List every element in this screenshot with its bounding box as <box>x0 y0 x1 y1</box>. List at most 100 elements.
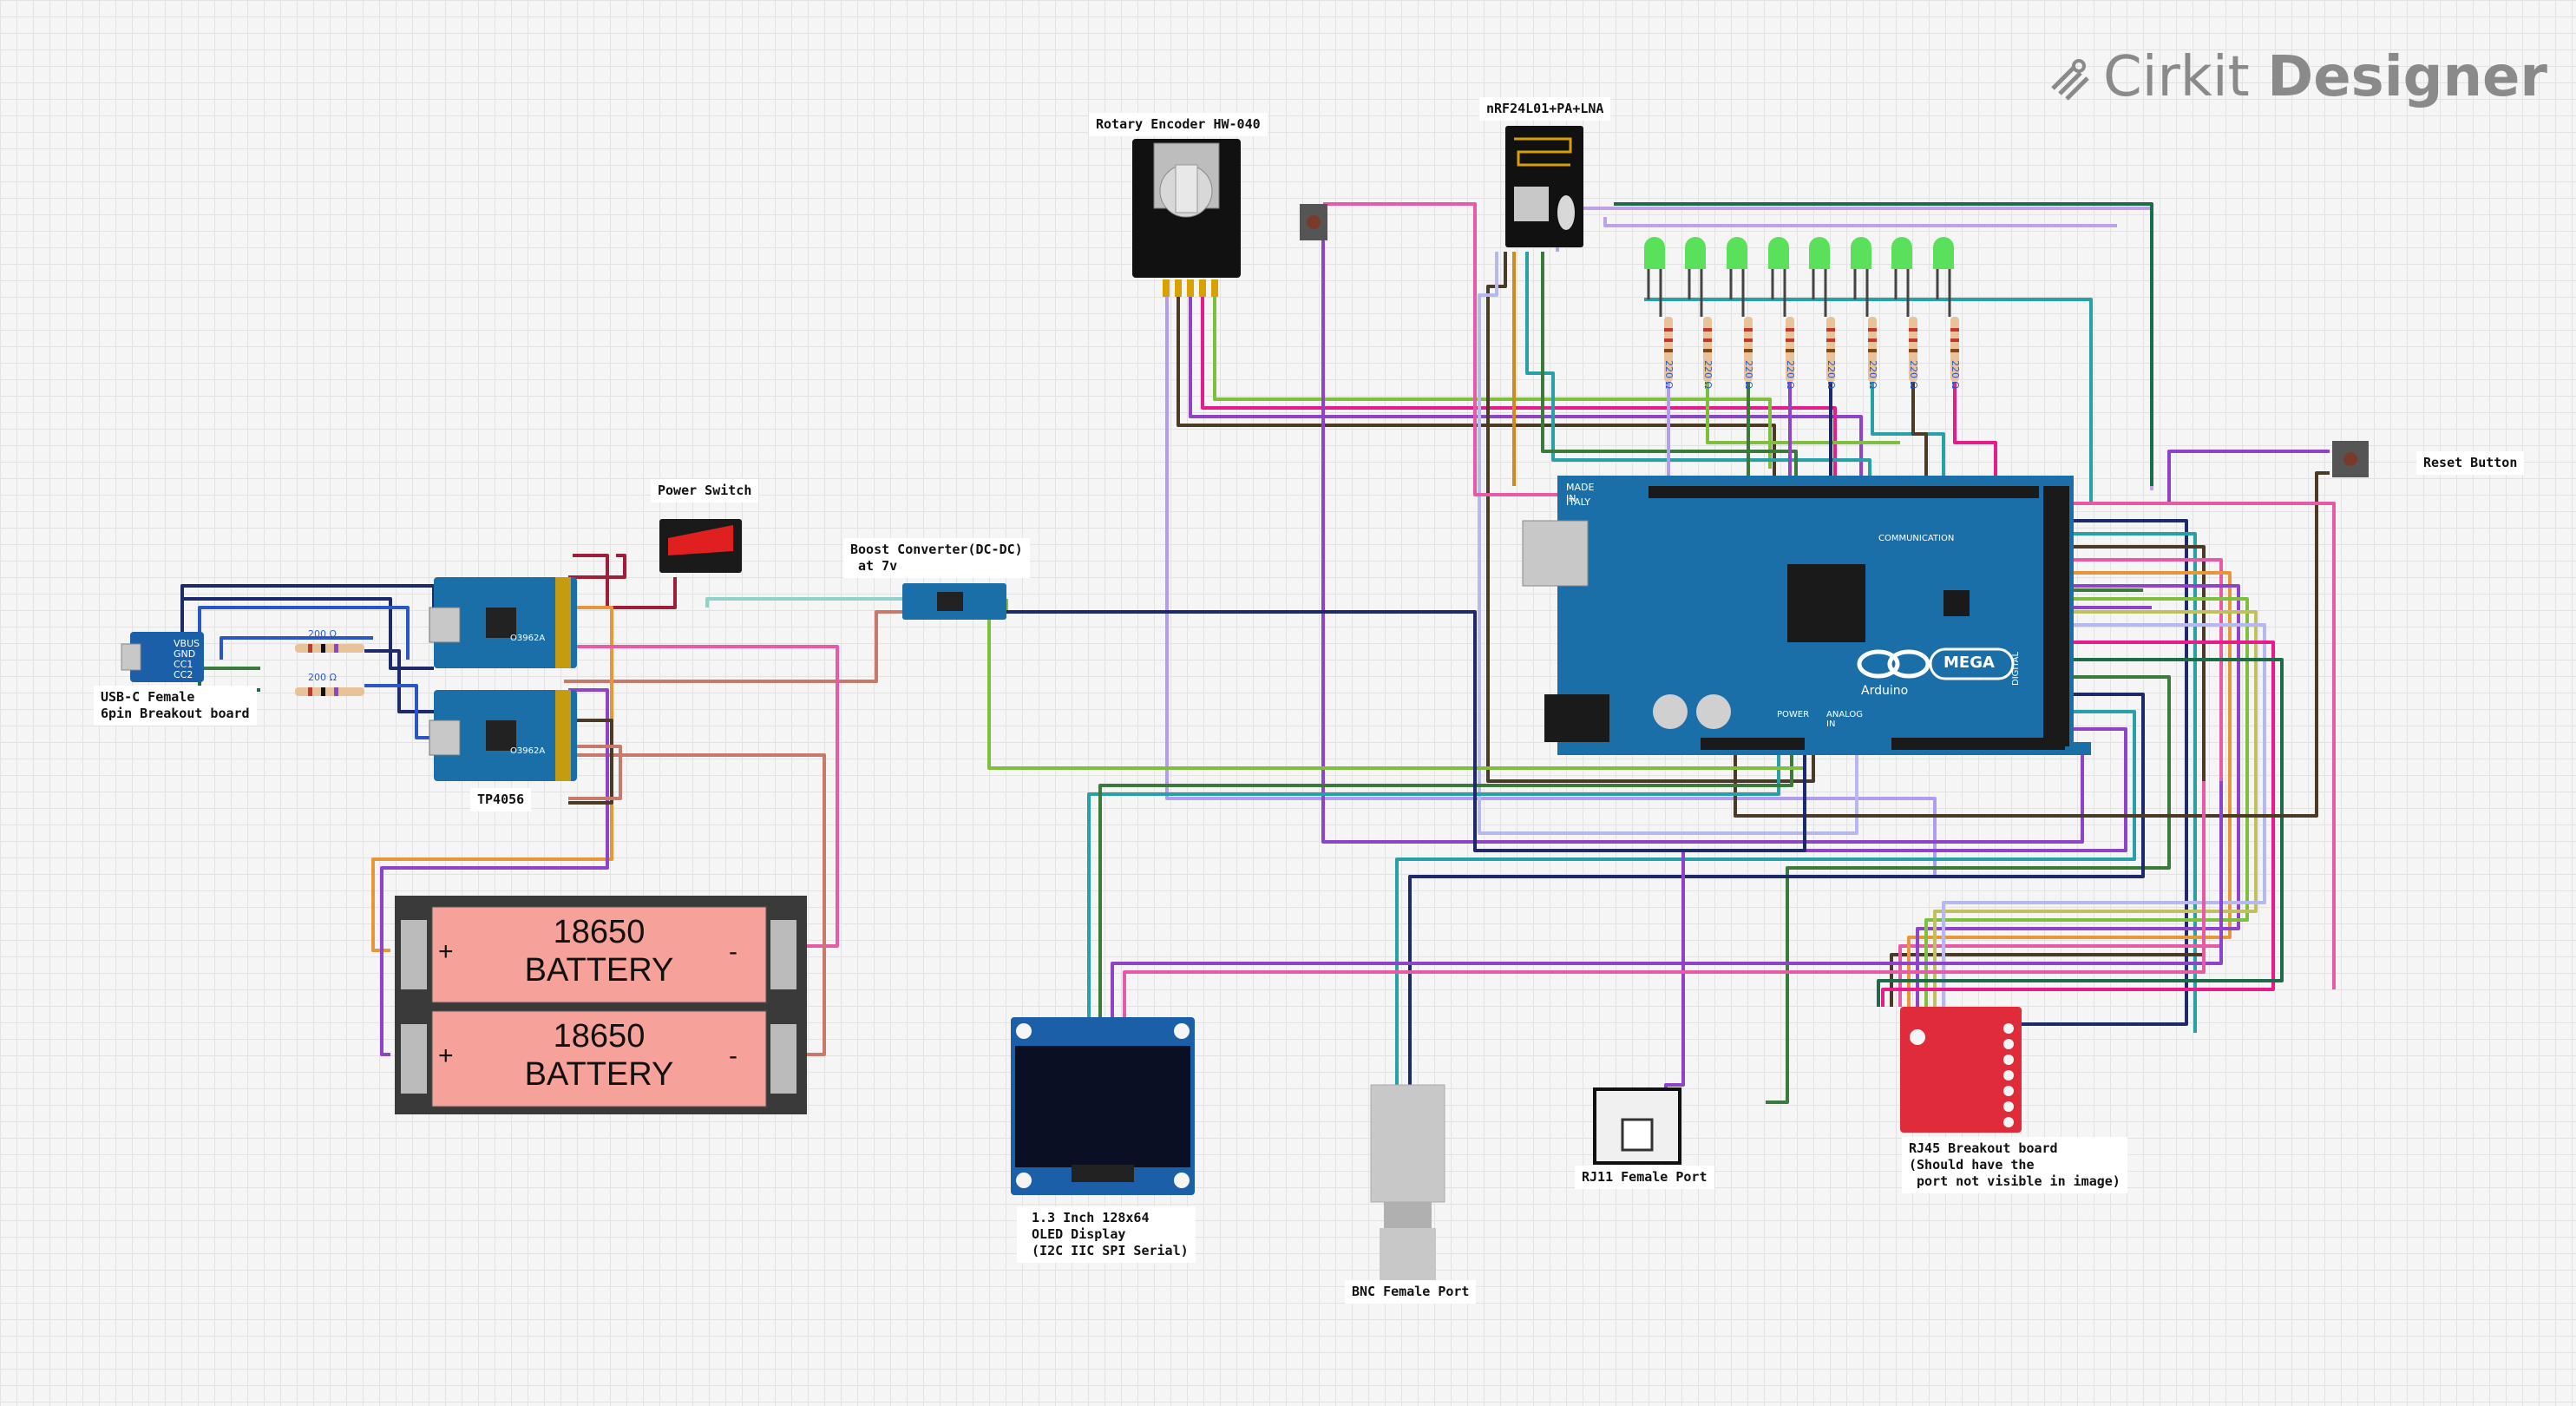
wire[interactable] <box>1911 382 1928 486</box>
resistor[interactable] <box>1909 317 1917 382</box>
reset-button[interactable] <box>2332 441 2369 477</box>
wire[interactable] <box>364 684 434 739</box>
arduino-communication: COMMUNICATION <box>1878 534 1955 543</box>
wire[interactable] <box>380 688 609 1056</box>
led[interactable] <box>1891 237 1912 317</box>
arduino-italy: ITALY <box>1566 496 1591 508</box>
battery-text-line1: 18650 <box>553 1018 646 1054</box>
led[interactable] <box>1809 237 1830 317</box>
boost-converter[interactable] <box>902 583 1006 620</box>
arduino-analog-in: ANALOG IN <box>1826 710 1863 729</box>
led[interactable] <box>1851 237 1871 317</box>
led-resistors <box>1664 317 1959 382</box>
wire[interactable] <box>1953 382 1997 486</box>
wire[interactable] <box>1189 295 1863 486</box>
wire[interactable] <box>564 610 902 683</box>
usb-resistor-value: 200 Ω <box>308 628 337 640</box>
power-switch[interactable] <box>659 519 742 573</box>
nrf24-label: nRF24L01+PA+LNA <box>1479 97 1611 121</box>
bnc-port[interactable] <box>1370 1084 1445 1284</box>
rotary-encoder[interactable] <box>1132 139 1241 297</box>
wire[interactable] <box>180 597 434 670</box>
wire[interactable] <box>1408 693 2145 1085</box>
reset-button-label: Reset Button <box>2416 451 2525 475</box>
resistor[interactable] <box>1664 317 1673 382</box>
usb-resistor-value: 200 Ω <box>308 672 337 683</box>
battery-cell-2: 18650 BATTERY <box>432 1017 766 1094</box>
battery-holder[interactable] <box>395 896 807 1114</box>
usbc-breakout[interactable]: VBUS GND CC1 CC2 <box>121 632 204 682</box>
svg-text:GND: GND <box>174 648 195 660</box>
wire[interactable] <box>1916 584 2240 1007</box>
wire[interactable] <box>1603 217 2117 227</box>
led[interactable] <box>1768 237 1789 317</box>
wire[interactable] <box>1942 623 2266 1007</box>
wire[interactable] <box>1614 202 2153 486</box>
resistor[interactable] <box>1868 317 1877 382</box>
resistor-value: 220 Ω <box>1950 360 1961 389</box>
wire[interactable] <box>2167 450 2330 503</box>
oled-display[interactable] <box>1011 1017 1195 1195</box>
wire[interactable] <box>1644 298 2093 503</box>
led[interactable] <box>1727 237 1747 317</box>
wire[interactable] <box>1706 382 1900 444</box>
wire[interactable] <box>1486 252 1815 783</box>
wire[interactable] <box>220 636 373 660</box>
resistor-value: 220 Ω <box>1743 360 1754 389</box>
push-button[interactable] <box>1300 204 1327 240</box>
resistor[interactable] <box>1826 317 1835 382</box>
rj11-label: RJ11 Female Port <box>1575 1166 1714 1189</box>
rj11-port[interactable] <box>1593 1087 1681 1165</box>
wire[interactable] <box>1933 610 2258 1007</box>
wire[interactable] <box>568 554 626 579</box>
wire[interactable] <box>371 606 613 952</box>
usb-resistor[interactable] <box>295 687 364 696</box>
tp4056-module[interactable] <box>429 690 577 781</box>
battery-minus-1: - <box>729 937 737 966</box>
wire[interactable] <box>568 745 622 800</box>
wire[interactable] <box>1877 658 2284 1007</box>
svg-text:CC1: CC1 <box>174 659 193 670</box>
resistor[interactable] <box>1950 317 1959 382</box>
wire[interactable] <box>568 719 613 805</box>
wire[interactable] <box>1766 675 2171 1104</box>
wire[interactable] <box>705 597 902 608</box>
resistor[interactable] <box>1786 317 1794 382</box>
usb-resistor[interactable] <box>295 644 364 653</box>
wire[interactable] <box>2065 532 2197 1033</box>
resistor[interactable] <box>1703 317 1712 382</box>
arduino-power: POWER <box>1777 710 1810 719</box>
wire[interactable] <box>998 610 1806 852</box>
led[interactable] <box>1933 237 1954 317</box>
wire[interactable] <box>1525 252 1871 486</box>
resistor[interactable] <box>1744 317 1753 382</box>
wire[interactable] <box>1213 295 1772 469</box>
wire[interactable] <box>1907 571 2232 1007</box>
wire[interactable] <box>1321 230 2084 844</box>
wire[interactable] <box>1881 641 2275 1007</box>
wire[interactable] <box>568 753 826 1056</box>
wire[interactable] <box>1478 252 1858 835</box>
wire[interactable] <box>364 649 434 713</box>
nrf24-module[interactable] <box>1505 126 1583 247</box>
wire[interactable] <box>1087 746 1780 1024</box>
wire[interactable] <box>1165 295 1937 877</box>
bnc-label: BNC Female Port <box>1345 1280 1477 1304</box>
wire[interactable] <box>1871 382 1945 486</box>
wire[interactable] <box>1201 295 1837 486</box>
tp4056-module[interactable] <box>429 577 577 668</box>
wire[interactable] <box>1111 781 2223 1024</box>
wire[interactable] <box>2065 502 2336 989</box>
arduino-mega[interactable] <box>1522 476 2091 755</box>
wire[interactable] <box>1098 746 1793 1024</box>
wire[interactable] <box>1924 597 2249 1007</box>
wire[interactable] <box>1123 781 2206 1024</box>
wire[interactable] <box>568 645 839 948</box>
rj45-breakout[interactable] <box>1900 1007 2022 1133</box>
led[interactable] <box>1685 237 1706 317</box>
led[interactable] <box>1644 237 1665 317</box>
arduino-name: Arduino <box>1861 684 1909 698</box>
wire[interactable] <box>1395 710 2136 1085</box>
arduino-model: MEGA <box>1943 654 1995 672</box>
